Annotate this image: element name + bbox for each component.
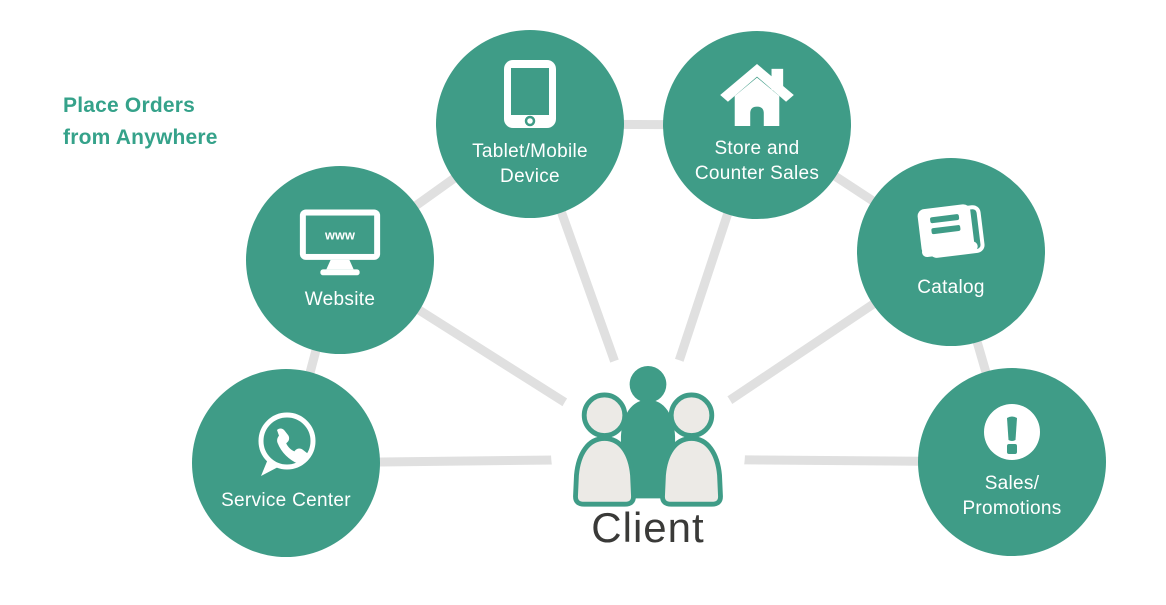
exclamation-icon: [984, 403, 1040, 460]
node-label: Tablet/Mobile Device: [472, 140, 588, 187]
tablet-icon: [504, 59, 556, 128]
node-website: www Website: [246, 166, 434, 354]
node-label: Sales/ Promotions: [962, 472, 1062, 519]
node-label: Service Center: [221, 490, 351, 512]
node-catalog: Catalog: [857, 158, 1045, 346]
page-title: Place Orders from Anywhere: [63, 90, 218, 153]
page-title-line1: Place Orders: [63, 94, 195, 117]
node-label: Website: [304, 289, 376, 311]
node-sales-promotions: Sales/ Promotions: [918, 368, 1106, 556]
book-icon: [917, 204, 985, 259]
svg-text:www: www: [324, 228, 355, 243]
node-service-center: Service Center: [192, 369, 380, 557]
phone-bubble-icon: [258, 412, 316, 477]
node-tablet-mobile: Tablet/Mobile Device: [436, 30, 624, 218]
page-title-line2: from Anywhere: [63, 125, 218, 149]
node-store-counter-sales: Store and Counter Sales: [663, 31, 851, 219]
client-label: Client: [591, 504, 705, 551]
node-label: Catalog: [917, 277, 985, 299]
home-icon: [720, 63, 794, 126]
monitor-www-icon: www: [299, 209, 381, 276]
people-group-icon: [573, 365, 723, 507]
node-label: Store and Counter Sales: [694, 137, 820, 184]
